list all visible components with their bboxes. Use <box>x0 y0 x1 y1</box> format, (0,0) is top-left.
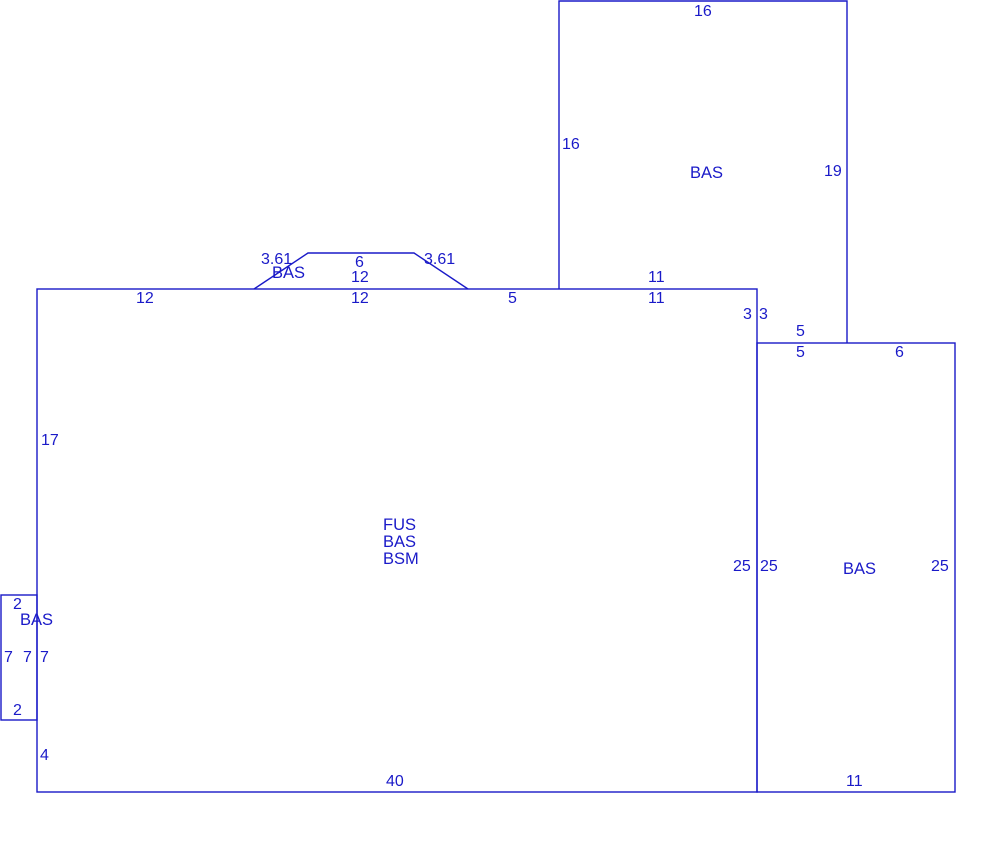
dim-main-bottom: 40 <box>386 773 404 790</box>
dim-bay-top-outer: 12 <box>351 290 369 307</box>
dim-main-top-left: 12 <box>136 290 154 307</box>
dim-bay-front: 6 <box>355 254 364 271</box>
dim-bay-diag-left: 3.61 <box>261 251 292 268</box>
small-bas-outline <box>0 594 38 721</box>
bay-window-outline <box>253 252 469 290</box>
dim-right-bas-top-left: 5 <box>796 344 805 361</box>
dim-small-bas-right: 7 <box>40 649 49 666</box>
dim-right-bas-left: 25 <box>760 558 778 575</box>
dim-right-bas-step: 3 <box>759 306 768 323</box>
dim-small-bas-left: 7 <box>4 649 13 666</box>
dim-main-right-step: 3 <box>743 306 752 323</box>
dim-top-bas-bottom-right: 5 <box>796 323 805 340</box>
dim-top-bas-left: 16 <box>562 136 580 153</box>
dim-top-bas-right: 19 <box>824 163 842 180</box>
dim-main-top-right: 11 <box>648 290 665 307</box>
dim-right-bas-bottom: 11 <box>846 773 863 790</box>
right-bas-outline <box>756 342 956 793</box>
bay-area-label: BAS <box>272 264 305 282</box>
dim-bas-bottom-outer: 11 <box>648 269 665 286</box>
main-area-label-2: BAS <box>383 533 416 551</box>
main-area-label-3: BSM <box>383 550 419 568</box>
dim-right-bas-right: 25 <box>931 558 949 575</box>
dim-small-bas-mid: 7 <box>23 649 32 666</box>
dim-main-right: 25 <box>733 558 751 575</box>
dim-small-bas-bottom: 2 <box>13 702 22 719</box>
dim-main-left-upper: 17 <box>41 432 59 449</box>
dim-main-top-mid: 5 <box>508 290 517 307</box>
top-area-label: BAS <box>690 164 723 182</box>
main-area-label-1: FUS <box>383 516 416 534</box>
dim-bay-diag-right: 3.61 <box>424 251 455 268</box>
dim-small-bas-top: 2 <box>13 596 22 613</box>
dim-bay-top-inner: 12 <box>351 269 369 286</box>
dim-top-bas-top: 16 <box>694 3 712 20</box>
right-area-label: BAS <box>843 560 876 578</box>
top-bas-outline <box>558 0 848 343</box>
dim-main-left-lower: 4 <box>40 747 49 764</box>
small-area-label: BAS <box>20 611 53 629</box>
dim-right-bas-top-right: 6 <box>895 344 904 361</box>
